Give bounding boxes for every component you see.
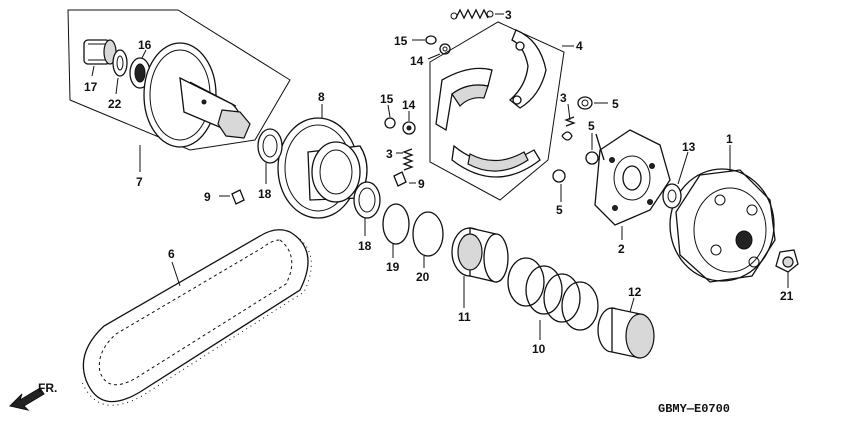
part-label-2: 2 [618, 242, 625, 256]
oil-seal-22 [112, 49, 128, 77]
part-label-3-right: 3 [560, 91, 567, 105]
part-label-6: 6 [168, 247, 175, 261]
part-label-5-low: 5 [556, 203, 563, 217]
collar-12 [597, 307, 655, 359]
nut-21 [775, 249, 799, 273]
clip-3-right [561, 116, 576, 141]
drive-belt-6 [81, 229, 312, 406]
nut-9-left [231, 189, 245, 205]
part-label-10: 10 [532, 342, 546, 356]
pin-5-mid [585, 151, 599, 165]
part-label-7: 7 [136, 175, 143, 189]
group-box-4 [429, 21, 565, 201]
part-label-17: 17 [84, 80, 98, 94]
part-label-14-mid: 14 [402, 98, 416, 112]
washer-14-top [439, 43, 451, 55]
front-arrow-icon [9, 387, 45, 411]
part-label-4: 4 [576, 39, 583, 53]
clutch-shoe-upper-left [435, 67, 493, 132]
part-label-21: 21 [780, 289, 794, 303]
diagram-code: GBMY—E0700 [658, 402, 730, 416]
washer-13 [662, 183, 682, 209]
part-label-13: 13 [682, 140, 696, 154]
part-label-18-left: 18 [258, 187, 272, 201]
part-label-22: 22 [108, 97, 122, 111]
pin-5-right [577, 96, 593, 110]
drive-face-8 [277, 117, 368, 219]
part-label-20: 20 [416, 270, 430, 284]
part-label-11: 11 [458, 310, 471, 324]
clutch-shoe-lower [451, 144, 541, 178]
part-label-14-top: 14 [410, 54, 424, 68]
front-marker-label: FR. [38, 381, 57, 395]
part-label-8: 8 [318, 90, 325, 104]
pin-5-low [552, 169, 566, 183]
clip-15-top [425, 35, 437, 45]
part-label-12: 12 [628, 285, 642, 299]
spring-10 [507, 257, 599, 331]
part-label-5-mid: 5 [588, 119, 595, 133]
part-label-3-top: 3 [505, 8, 512, 22]
part-label-5-right: 5 [612, 97, 619, 111]
part-label-19: 19 [386, 260, 400, 274]
o-ring-19 [382, 203, 410, 245]
o-ring-20 [412, 211, 444, 257]
leader-lines [91, 13, 789, 340]
driven-face-7 [143, 42, 251, 148]
drive-plate-2 [594, 129, 671, 226]
nut-9-mid [393, 171, 407, 187]
part-label-1: 1 [726, 132, 733, 146]
clip-15-mid [384, 117, 396, 129]
part-label-15-top: 15 [394, 34, 408, 48]
collar-11 [451, 227, 509, 283]
group-box-7 [67, 9, 291, 151]
needle-bearing-17 [83, 39, 117, 65]
spring-3-mid [402, 148, 414, 171]
washer-14-mid [402, 121, 416, 135]
part-label-9-left: 9 [204, 190, 211, 204]
clutch-shoe-upper-right [508, 29, 547, 109]
part-label-15-mid: 15 [380, 92, 394, 106]
seal-18-left [257, 128, 283, 164]
spring-3-top [450, 8, 494, 20]
clutch-outer-1 [669, 168, 776, 283]
part-label-3-mid: 3 [386, 147, 393, 161]
part-label-18-right: 18 [358, 239, 372, 253]
part-label-16: 16 [138, 38, 152, 52]
part-label-9-mid: 9 [418, 177, 425, 191]
seal-18-right [353, 181, 381, 219]
